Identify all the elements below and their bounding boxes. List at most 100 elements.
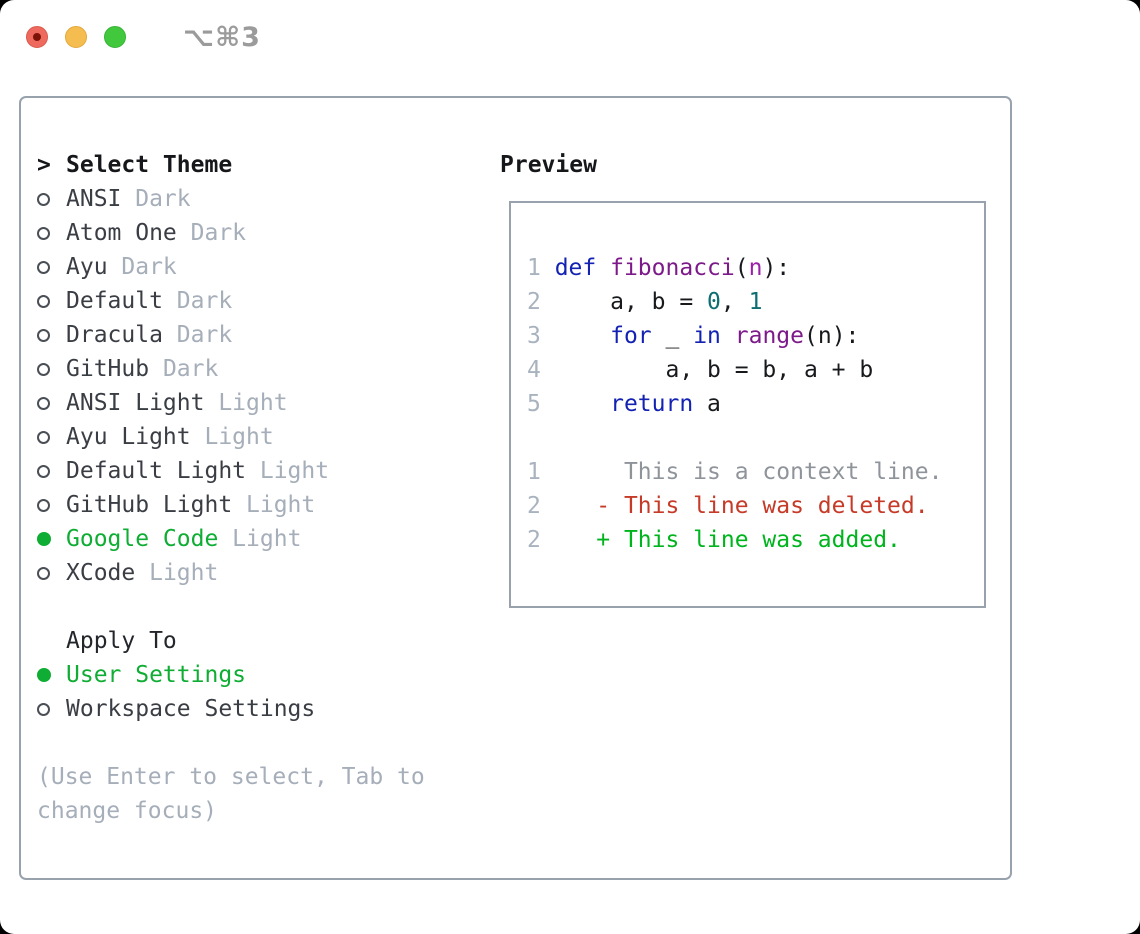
theme-option-xcode-light[interactable]: XCode Light — [37, 556, 425, 590]
token-prm: n — [748, 255, 763, 281]
theme-option-google-code-light[interactable]: Google Code Light — [37, 522, 425, 556]
window-title: ⌥⌘3 — [183, 21, 261, 53]
hollow-circle-icon — [37, 498, 50, 512]
theme-option-ansi-dark[interactable]: ANSI Dark — [37, 182, 425, 216]
code-line: 1 This is a context line. — [527, 455, 942, 489]
option-label: Google Code — [66, 526, 219, 552]
token-pln: a, b = b, a + b — [554, 357, 874, 383]
radio-icon — [37, 226, 66, 240]
hollow-circle-icon — [37, 294, 50, 308]
help-text-line-1: (Use Enter to select, Tab to — [37, 764, 425, 790]
variant-label: Light — [218, 526, 302, 552]
radio-icon — [37, 566, 66, 580]
variant-label: Light — [190, 424, 274, 450]
radio-icon — [37, 192, 66, 206]
token-pln: ): — [762, 255, 791, 281]
radio-icon — [37, 328, 66, 342]
theme-option-default-light-light[interactable]: Default Light Light — [37, 454, 425, 488]
option-label: ANSI Light — [66, 390, 205, 416]
hollow-circle-icon — [37, 362, 50, 376]
token-lit: 0 — [707, 289, 721, 315]
option-label: Default Light — [66, 458, 247, 484]
help-text-line-2: change focus) — [37, 798, 218, 824]
option-label: Dracula — [66, 322, 163, 348]
token-kw: for — [610, 323, 652, 349]
option-label: XCode — [66, 560, 136, 586]
minimize-button[interactable] — [65, 26, 87, 48]
spacer-row — [37, 590, 425, 624]
apply-option-workspace-settings[interactable]: Workspace Settings — [37, 692, 425, 726]
option-label: Atom One — [66, 220, 177, 246]
token-pln: _ — [651, 323, 694, 349]
variant-label: Light — [135, 560, 219, 586]
theme-option-github-dark[interactable]: GitHub Dark — [37, 352, 425, 386]
preview-title: Preview — [500, 152, 597, 178]
hollow-circle-icon — [37, 702, 50, 716]
selected-radio-icon — [37, 532, 66, 546]
theme-option-ansi-light-light[interactable]: ANSI Light Light — [37, 386, 425, 420]
token-pln: a — [693, 391, 721, 417]
variant-label: Dark — [149, 356, 219, 382]
token-ctx: This is a context line. — [554, 459, 943, 485]
theme-option-default-dark[interactable]: Default Dark — [37, 284, 425, 318]
token-pln — [555, 323, 610, 349]
theme-option-dracula-dark[interactable]: Dracula Dark — [37, 318, 425, 352]
option-label: User Settings — [66, 662, 247, 688]
option-label: Default — [66, 288, 163, 314]
line-number: 1 — [527, 459, 555, 485]
option-label: ANSI — [66, 186, 122, 212]
zoom-button[interactable] — [104, 26, 126, 48]
variant-label: Light — [204, 390, 288, 416]
variant-label: Dark — [121, 186, 191, 212]
token-pln — [596, 255, 610, 281]
code-line: 5 return a — [527, 387, 942, 421]
theme-option-atom-one-dark[interactable]: Atom One Dark — [37, 216, 425, 250]
apply-option-user-settings[interactable]: User Settings — [37, 658, 425, 692]
line-number: 2 — [527, 289, 555, 315]
theme-option-ayu-light-light[interactable]: Ayu Light Light — [37, 420, 425, 454]
hollow-circle-icon — [37, 566, 50, 580]
filled-circle-icon — [37, 668, 51, 682]
spacer-row — [37, 726, 425, 760]
radio-icon — [37, 396, 66, 410]
hollow-circle-icon — [37, 226, 50, 240]
code-line: 4 a, b = b, a + b — [527, 353, 942, 387]
radio-icon — [37, 498, 66, 512]
line-number: 3 — [527, 323, 555, 349]
token-kw: return — [610, 391, 694, 417]
option-label: Workspace Settings — [66, 696, 316, 722]
hollow-circle-icon — [37, 260, 50, 274]
hollow-circle-icon — [37, 328, 50, 342]
variant-label: Dark — [107, 254, 177, 280]
code-line: 2 - This line was deleted. — [527, 489, 942, 523]
variant-label: Dark — [162, 288, 233, 314]
option-label: GitHub Light — [66, 492, 233, 518]
token-pln: (n): — [804, 323, 860, 349]
variant-label: Dark — [176, 220, 247, 246]
apply-to-header: Apply To — [37, 624, 425, 658]
option-label: Ayu — [66, 254, 108, 280]
token-pln: , — [720, 289, 749, 315]
token-pln — [555, 391, 610, 417]
window-titlebar: ⌥⌘3 — [26, 22, 261, 53]
radio-icon — [37, 294, 66, 308]
theme-option-ayu-dark[interactable]: Ayu Dark — [37, 250, 425, 284]
token-del: - This line was deleted. — [554, 493, 929, 519]
filled-circle-icon — [37, 532, 51, 546]
hollow-circle-icon — [37, 396, 50, 410]
hollow-circle-icon — [37, 464, 50, 478]
variant-label: Dark — [162, 322, 233, 348]
code-line: 2 + This line was added. — [527, 523, 942, 557]
line-number: 2 — [527, 527, 555, 553]
radio-icon — [37, 702, 66, 716]
option-label: GitHub — [66, 356, 150, 382]
theme-option-github-light-light[interactable]: GitHub Light Light — [37, 488, 425, 522]
close-button[interactable] — [26, 26, 48, 48]
